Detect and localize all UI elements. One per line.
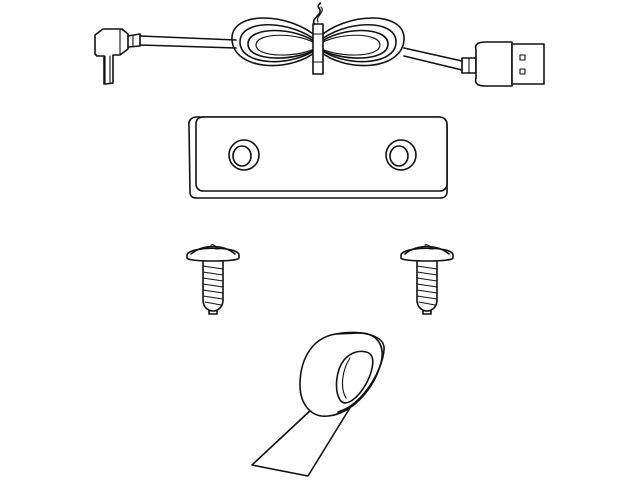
- screw-icon: [400, 244, 454, 315]
- tape-roll-icon: [251, 331, 385, 477]
- cable-coil: [231, 2, 405, 75]
- screw-icon: [186, 244, 240, 315]
- mounting-hole-right: [385, 139, 417, 171]
- usb-cable-icon: [94, 2, 545, 87]
- mounting-hole-left: [228, 139, 260, 171]
- mounting-bracket-icon: [188, 116, 448, 199]
